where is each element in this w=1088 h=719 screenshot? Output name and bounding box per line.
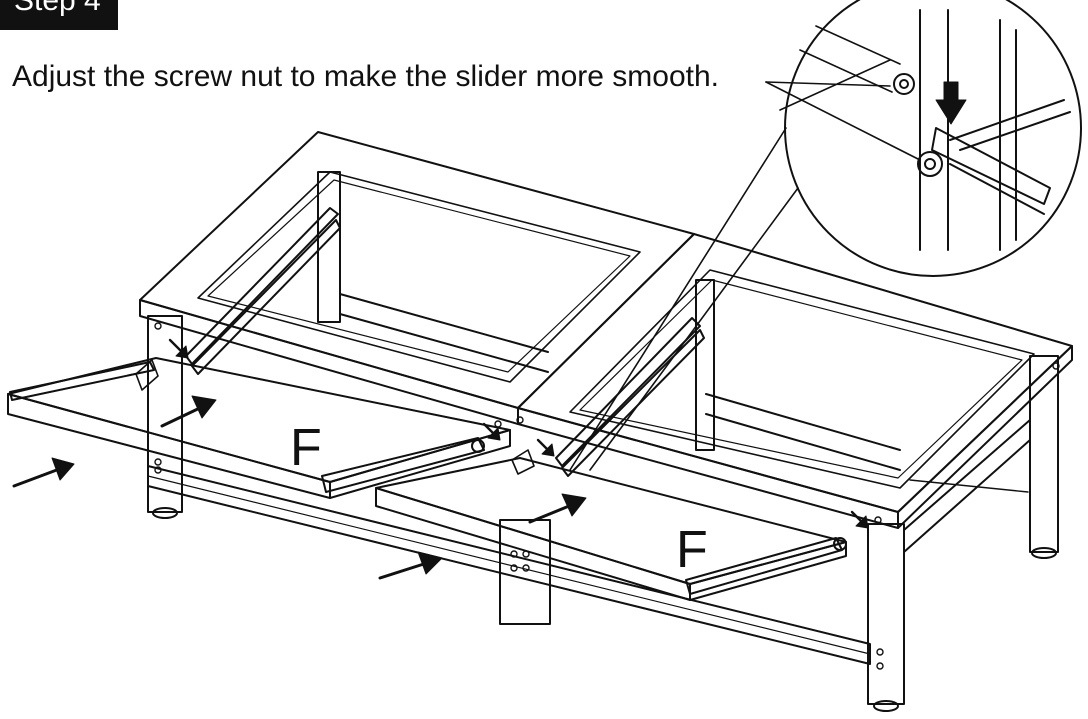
right-frame-top bbox=[517, 233, 1073, 529]
left-drawer bbox=[7, 357, 511, 499]
push-arrow-icon bbox=[528, 493, 587, 524]
back-slides bbox=[185, 207, 705, 477]
detail-callout bbox=[779, 0, 1082, 277]
pointer-arrow-icon bbox=[536, 438, 555, 457]
direction-arrows bbox=[12, 395, 587, 580]
drawer-label-left: F bbox=[290, 419, 322, 477]
lower-rails bbox=[147, 293, 1031, 665]
push-arrow-icon bbox=[378, 551, 443, 580]
pointer-arrow-icon bbox=[482, 422, 501, 441]
drawer-label-right: F bbox=[676, 521, 708, 579]
leader-lines bbox=[569, 81, 921, 471]
down-arrow-icon bbox=[935, 81, 967, 125]
instruction-text: Adjust the screw nut to make the slider … bbox=[12, 60, 719, 93]
push-arrow-icon bbox=[160, 395, 217, 428]
pointer-arrows bbox=[168, 81, 967, 529]
step-label: Step 4 bbox=[14, 0, 101, 17]
step-badge: Step 4 bbox=[0, 0, 118, 30]
right-drawer bbox=[375, 449, 847, 601]
push-arrow-icon bbox=[12, 457, 75, 488]
pointer-arrow-icon bbox=[850, 510, 869, 529]
frame-bolts bbox=[154, 322, 1060, 670]
pointer-arrow-icon bbox=[168, 338, 189, 359]
